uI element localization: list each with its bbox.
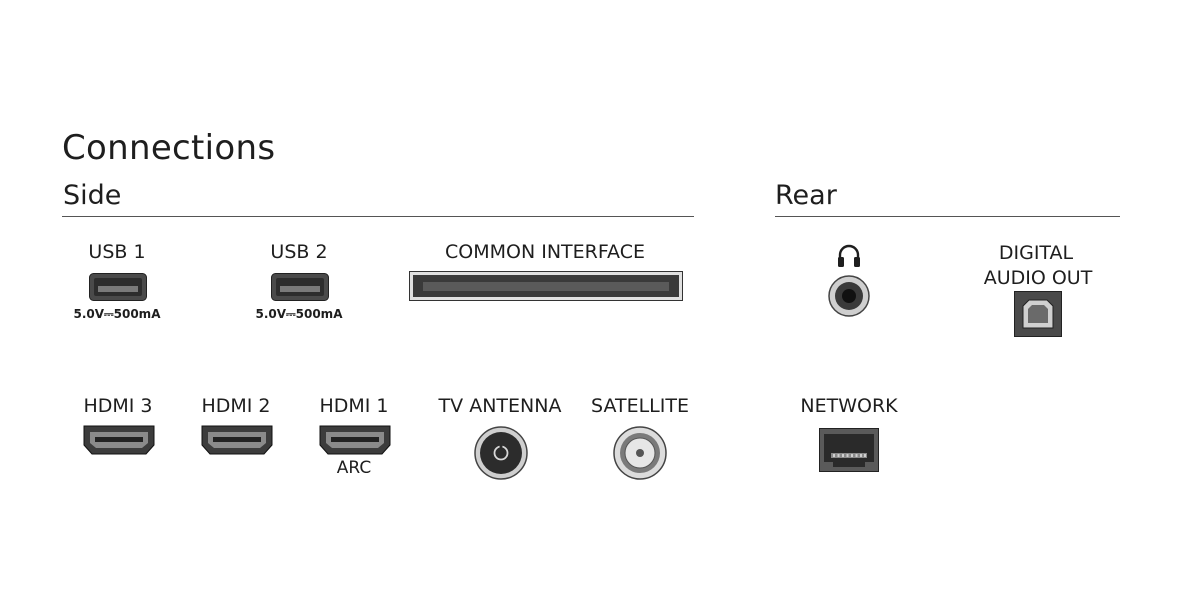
usb1-power-spec: 5.0V⎓500mA (73, 307, 161, 321)
tv-antenna-label: TV ANTENNA (438, 395, 562, 417)
common-interface-label: COMMON INTERFACE (445, 241, 645, 263)
section-heading-rear: Rear (775, 180, 837, 211)
digital-audio-out-label-line1: DIGITAL (998, 242, 1074, 264)
ci-slot-icon (409, 271, 683, 301)
ethernet-port-icon (819, 428, 879, 472)
usb2-power-spec: 5.0V⎓500mA (255, 307, 343, 321)
usb-port-icon (89, 273, 147, 301)
satellite-f-connector-icon (613, 426, 667, 480)
headphone-icon (838, 244, 860, 267)
page-title: Connections (62, 128, 276, 168)
hdmi2-label: HDMI 2 (201, 395, 271, 417)
coax-antenna-icon (474, 426, 528, 480)
usb-port-icon (271, 273, 329, 301)
hdmi3-label: HDMI 3 (83, 395, 153, 417)
rear-divider (775, 216, 1120, 217)
hdmi-port-icon (319, 425, 391, 455)
optical-audio-port-icon (1014, 291, 1062, 337)
hdmi1-label: HDMI 1 (319, 395, 389, 417)
usb2-label: USB 2 (270, 241, 328, 263)
usb1-label: USB 1 (88, 241, 146, 263)
hdmi-port-icon (201, 425, 273, 455)
digital-audio-out-label-line2: AUDIO OUT (983, 267, 1093, 289)
network-label: NETWORK (800, 395, 898, 417)
side-divider (62, 216, 694, 217)
headphone-jack-icon (828, 275, 870, 317)
satellite-label: SATELLITE (591, 395, 689, 417)
section-heading-side: Side (63, 180, 122, 211)
hdmi1-arc-label: ARC (336, 458, 372, 478)
hdmi-port-icon (83, 425, 155, 455)
